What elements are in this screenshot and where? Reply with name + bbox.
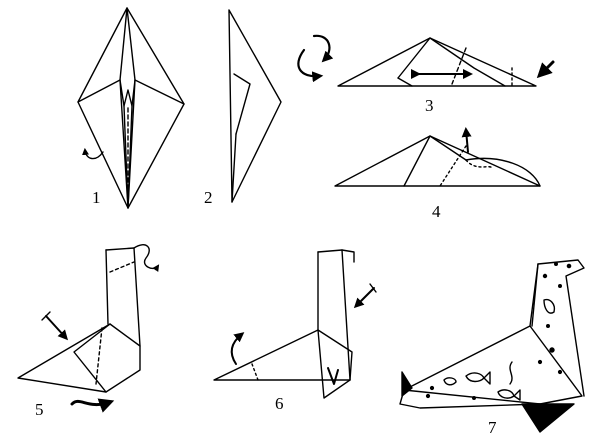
- step-1-figure: [77, 7, 185, 209]
- step-number-4: 4: [432, 202, 441, 221]
- rotate-arrow-icon: [82, 147, 104, 160]
- step-2-figure: [228, 9, 282, 203]
- step-4-figure: [334, 127, 541, 187]
- step-number-6: 6: [275, 394, 284, 413]
- step-6-figure: [213, 249, 377, 399]
- fold-arrow-icon: [230, 332, 245, 365]
- step-number-3: 3: [425, 96, 434, 115]
- push-arrow-icon: [353, 287, 375, 309]
- step-number-1: 1: [92, 188, 101, 207]
- step-number-5: 5: [35, 400, 44, 419]
- step-number-2: 2: [204, 188, 213, 207]
- step-number-7: 7: [488, 418, 497, 437]
- lift-arrow-icon: [461, 127, 472, 153]
- front-flipper: [521, 403, 575, 433]
- step-5-figure: [17, 244, 160, 413]
- step-3-figure: [297, 34, 555, 87]
- tail-flipper: [401, 371, 413, 397]
- flip-over-arrow-icon: [312, 34, 334, 63]
- push-arrow-icon: [45, 315, 69, 341]
- pull-arrow-icon: [70, 398, 115, 413]
- step-7-figure: [399, 259, 585, 433]
- push-arrow-icon: [536, 60, 555, 79]
